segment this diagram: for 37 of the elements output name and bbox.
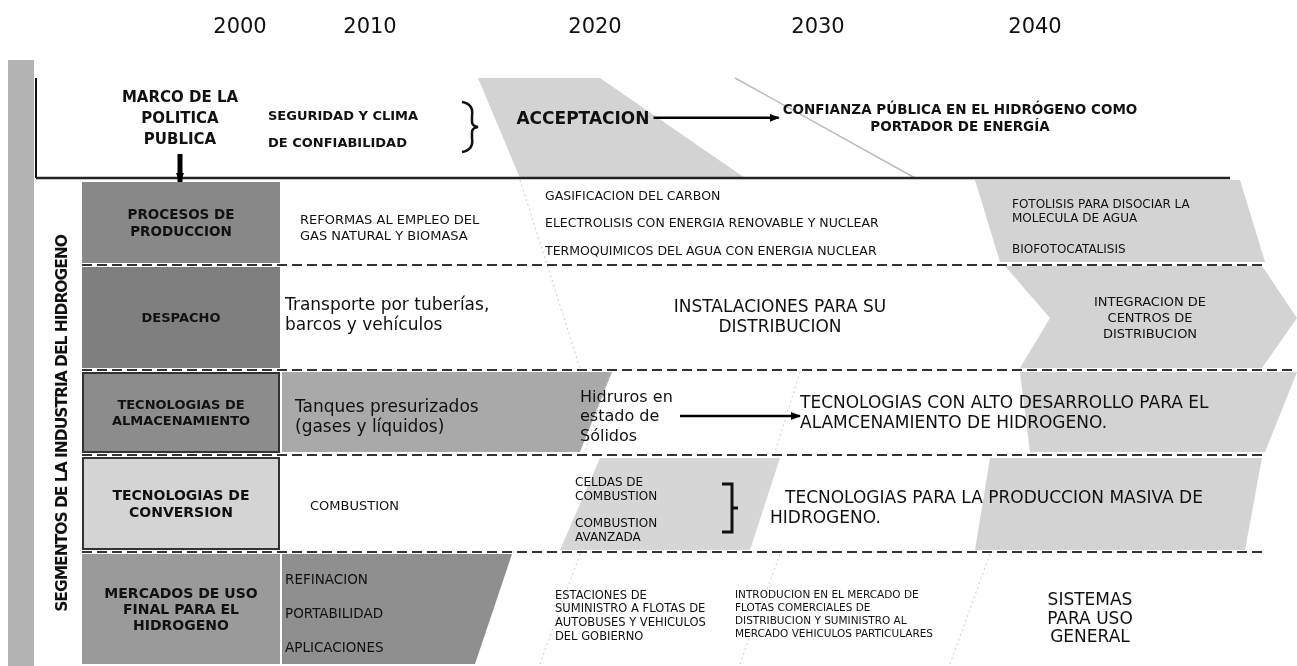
cell-text: ESTACIONES DE SUMINISTRO A FLOTAS DE AUTOBUSES Y VEHICULOS DEL GOBIERNO bbox=[555, 568, 720, 664]
cell-text: INSTALACIONES PARA SU DISTRIBUCION bbox=[630, 290, 930, 342]
segment-header: MERCADOS DE USO FINAL PARA EL HIDROGENO bbox=[82, 554, 280, 664]
policy-heading: MARCO DE LA POLITICA PUBLICA bbox=[110, 82, 250, 154]
cell-text: TECNOLOGIAS PARA LA PRODUCCION MASIVA DE HIDROGENO. bbox=[770, 482, 1230, 532]
segment-header: PROCESOS DE PRODUCCION bbox=[82, 182, 280, 263]
segment-header: TECNOLOGIAS DE ALMACENAMIENTO bbox=[82, 372, 280, 453]
list-item: COMBUSTION AVANZADA bbox=[575, 515, 659, 544]
segment-header: DESPACHO bbox=[82, 267, 280, 368]
list-item: APLICACIONES bbox=[285, 639, 385, 655]
list-item: BIOFOTOCATALISIS bbox=[1012, 241, 1127, 256]
cell-text: TECNOLOGIAS CON ALTO DESARROLLO PARA EL ALAMCENAMIENTO DE HIDROGENO. bbox=[800, 376, 1270, 448]
arrow bbox=[176, 154, 184, 183]
cell-text: SISTEMAS PARA USO GENERAL bbox=[1030, 586, 1150, 650]
list-item: TERMOQUIMICOS DEL AGUA CON ENERGIA NUCLEAR bbox=[545, 242, 878, 258]
cell-text: INTRODUCION EN EL MERCADO DE FLOTAS COMERCIALES DE DISTRIBUCION Y SUMINISTRO AL MERCADO VEHICULOS PARTICULARES bbox=[735, 568, 935, 660]
cell-text: Hidruros en estado de Sólidos bbox=[580, 383, 680, 449]
vertical-heading: SEGMENTOS DE LA INDUSTRIA DEL HIDROGENO bbox=[46, 186, 78, 660]
cell-text: Transporte por tuberías, barcos y vehículos bbox=[285, 290, 535, 338]
year-label: 2010 bbox=[342, 14, 398, 38]
list-item: CELDAS DE COMBUSTION bbox=[575, 474, 659, 503]
goal-text: CONFIANZA PÚBLICA EN EL HIDRÓGENO COMO PORTADOR DE ENERGÍA bbox=[745, 92, 1175, 144]
policy-text: SEGURIDAD Y CLIMA DE CONFIABILIDAD bbox=[268, 84, 433, 174]
year-label: 2040 bbox=[1007, 14, 1063, 38]
arrow bbox=[653, 113, 780, 122]
cell-text: COMBUSTION bbox=[310, 494, 480, 516]
cell-text: REFORMAS AL EMPLEO DEL GAS NATURAL Y BIOMASA bbox=[300, 196, 485, 260]
list-item: PORTABILIDAD bbox=[285, 605, 385, 621]
year-label: 2020 bbox=[567, 14, 623, 38]
list-item: ELECTROLISIS CON ENERGIA RENOVABLE Y NUCLEAR bbox=[545, 215, 880, 231]
segment-header: TECNOLOGIAS DE CONVERSION bbox=[82, 457, 280, 550]
year-label: 2030 bbox=[790, 14, 846, 38]
arrow bbox=[680, 412, 801, 420]
list-item: REFINACION bbox=[285, 571, 369, 587]
list-item: FOTOLISIS PARA DISOCIAR LA MOLECULA DE AGUA bbox=[1012, 196, 1191, 225]
year-label: 2000 bbox=[212, 14, 268, 38]
list-item: GASIFICACION DEL CARBON bbox=[545, 188, 722, 204]
